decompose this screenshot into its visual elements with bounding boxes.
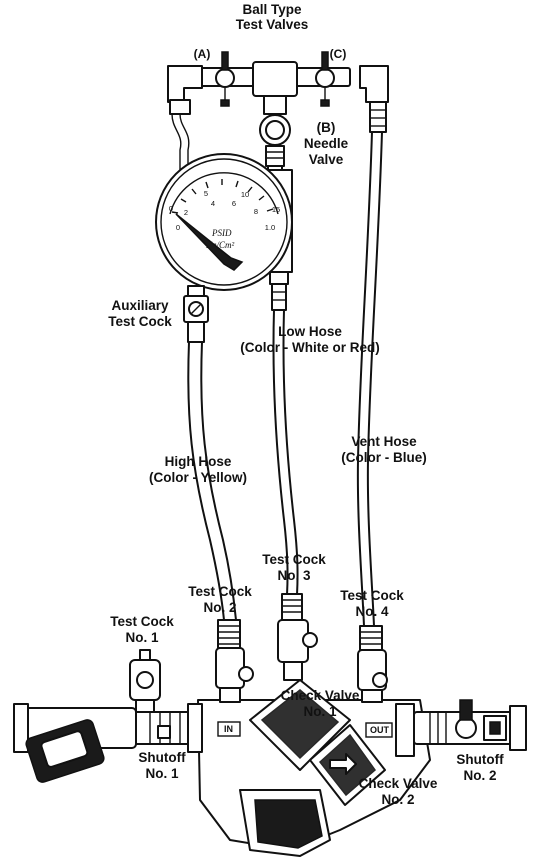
vent-hose-label-2: (Color - Blue) xyxy=(341,450,427,465)
shutoff-no-2[interactable] xyxy=(455,699,507,741)
low-hose-label-2: (Color - White or Red) xyxy=(240,340,379,355)
gauge-inner-2: 2 xyxy=(184,208,188,217)
gauge-inner-6: 6 xyxy=(232,199,236,208)
test-cock-no-2[interactable] xyxy=(215,619,254,703)
gauge-unit-kg: Kg/Cm² xyxy=(205,240,235,250)
gauge-outer-10: 10 xyxy=(241,190,249,199)
test-cock-no-3[interactable] xyxy=(277,593,318,681)
needle-valve-label-1: Needle xyxy=(304,136,349,151)
low-hose xyxy=(272,309,299,596)
gauge-inner-10: 1.0 xyxy=(265,223,275,232)
gauge-inner-4: 4 xyxy=(211,199,215,208)
vent-hose-label-1: Vent Hose xyxy=(351,434,417,449)
test-cock-3-label-2: No. 3 xyxy=(277,568,310,583)
needle-valve-label-2: Valve xyxy=(309,152,344,167)
test-cock-3-label-1: Test Cock xyxy=(262,552,326,567)
test-cock-no-1[interactable] xyxy=(129,649,161,713)
test-cock-1-label-2: No. 1 xyxy=(125,630,158,645)
shutoff-no-1[interactable] xyxy=(25,718,171,783)
vent-hose xyxy=(356,131,383,627)
aux-test-cock-label-1: Auxiliary xyxy=(111,298,169,313)
check-valve-2-label-2: No. 2 xyxy=(381,792,414,807)
check-valve-1-label-1: Check Valve xyxy=(281,688,360,703)
check-valve-2-label-1: Check Valve xyxy=(359,776,438,791)
gauge-outer-15: 15 xyxy=(272,205,280,214)
low-hose-label-1: Low Hose xyxy=(278,324,342,339)
ball-valve-a[interactable] xyxy=(215,51,235,107)
high-hose xyxy=(187,341,237,621)
shutoff-2-label-1: Shutoff xyxy=(456,752,504,767)
test-cock-4-label-1: Test Cock xyxy=(340,588,404,603)
valve-c-label: (C) xyxy=(330,47,347,61)
valve-a-label: (A) xyxy=(194,47,211,61)
test-cock-2-label-1: Test Cock xyxy=(188,584,252,599)
auxiliary-test-cock[interactable] xyxy=(183,295,209,343)
high-hose-label-1: High Hose xyxy=(165,454,232,469)
needle-valve-b-label: (B) xyxy=(317,120,336,135)
differential-pressure-gauge: 0 5 10 15 0 2 4 6 8 1.0 PSID Kg/Cm² xyxy=(155,153,293,291)
high-hose-label-2: (Color - Yellow) xyxy=(149,470,247,485)
outlet-marking: OUT xyxy=(370,725,390,735)
inlet-marking: IN xyxy=(224,724,233,734)
test-cock-1-label-1: Test Cock xyxy=(110,614,174,629)
gauge-inner-0: 0 xyxy=(176,223,180,232)
test-kit-manifold xyxy=(167,61,389,170)
test-cock-2-label-2: No. 2 xyxy=(203,600,236,615)
ball-valves-label-2: Test Valves xyxy=(236,17,309,32)
test-cock-4-label-2: No. 4 xyxy=(355,604,388,619)
check-valve-1-label-2: No. 1 xyxy=(303,704,336,719)
gauge-inner-8: 8 xyxy=(254,207,258,216)
ball-valves-label-1: Ball Type xyxy=(242,2,302,17)
gauge-scale-ticks xyxy=(171,179,274,214)
backflow-assembly-body: IN OUT xyxy=(197,679,431,857)
shutoff-2-label-2: No. 2 xyxy=(463,768,496,783)
gauge-needle xyxy=(175,213,244,271)
gauge-unit-psid: PSID xyxy=(211,228,232,238)
aux-test-cock-label-2: Test Cock xyxy=(108,314,172,329)
shutoff-1-label-2: No. 1 xyxy=(145,766,178,781)
shutoff-1-label-1: Shutoff xyxy=(138,750,186,765)
gauge-outer-5: 5 xyxy=(204,189,208,198)
test-cock-no-4[interactable] xyxy=(357,625,388,703)
gauge-outer-0: 0 xyxy=(169,204,173,213)
ball-valve-c[interactable] xyxy=(315,51,335,107)
labels: Ball Type Test Valves (A) (C) (B) Needle… xyxy=(108,2,504,807)
